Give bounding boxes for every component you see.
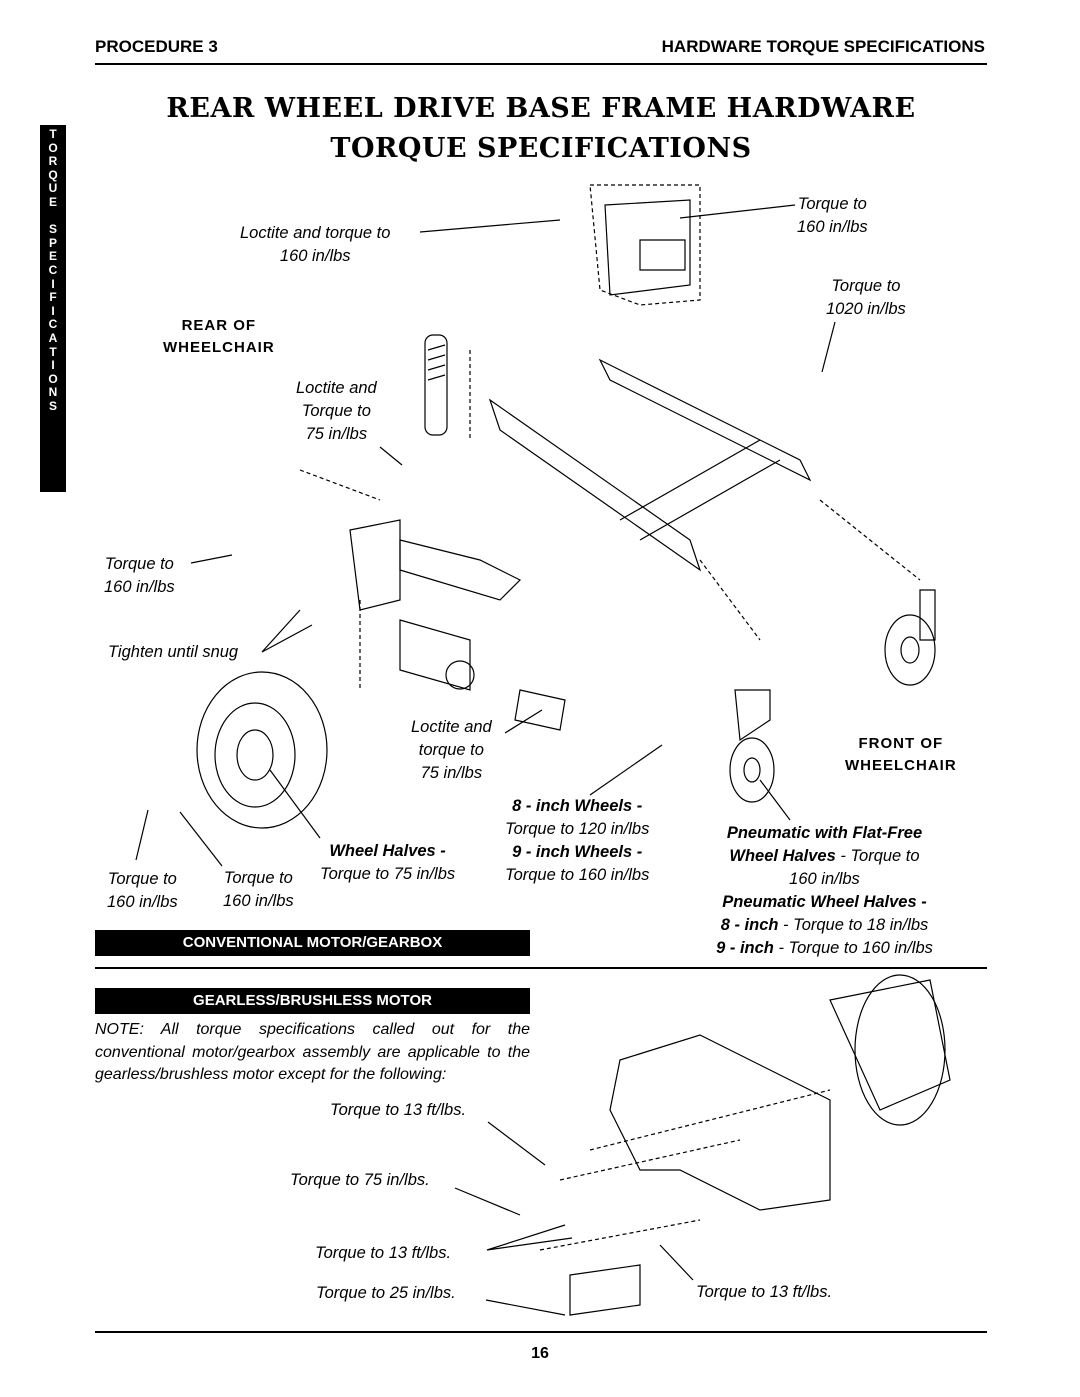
callout-torque-160-top: Torque to 160 in/lbs bbox=[797, 195, 868, 236]
callout-loctite-75: Loctite and Torque to 75 in/lbs bbox=[296, 379, 377, 443]
callout-torque-160-bottom-2: Torque to 160 in/lbs bbox=[223, 869, 294, 910]
sidebar-letter: E bbox=[48, 194, 57, 209]
callout-wheel-halves: Wheel Halves - Torque to 75 in/lbs bbox=[320, 842, 456, 883]
callout-pneumatic: Pneumatic with Flat-Free Wheel Halves - … bbox=[716, 824, 933, 957]
gearless-note: NOTE: All torque specifications called o… bbox=[95, 1021, 530, 1083]
sidebar-letter: N bbox=[48, 385, 58, 400]
sidebar-letter: P bbox=[48, 235, 57, 250]
conventional-motor-bar: CONVENTIONAL MOTOR/GEARBOX bbox=[95, 930, 530, 956]
sidebar-letter: C bbox=[48, 317, 58, 332]
sidebar-letter: A bbox=[48, 330, 58, 345]
sidebar-letter: S bbox=[48, 398, 57, 413]
callout-gearless-25: Torque to 25 in/lbs. bbox=[316, 1284, 456, 1302]
callout-gearless-75: Torque to 75 in/lbs. bbox=[290, 1171, 430, 1189]
callout-torque-160-bottom-1: Torque to 160 in/lbs bbox=[107, 870, 178, 911]
callout-loctite-torque-160: Loctite and torque to 160 in/lbs bbox=[240, 224, 391, 265]
sidebar-letter: I bbox=[51, 358, 55, 373]
sidebar-letter: R bbox=[48, 154, 58, 169]
callout-torque-1020: Torque to 1020 in/lbs bbox=[826, 277, 906, 318]
section-rule bbox=[95, 967, 987, 969]
sidebar-letter: I bbox=[51, 276, 55, 291]
sidebar-letter: E bbox=[48, 249, 57, 264]
page-number: 16 bbox=[531, 1345, 549, 1362]
procedure-label: PROCEDURE 3 bbox=[95, 37, 218, 56]
rear-of-wheelchair-caption: REAR OF WHEELCHAIR bbox=[163, 317, 275, 356]
footer-rule bbox=[95, 1331, 987, 1333]
front-of-wheelchair-caption: FRONT OF WHEELCHAIR bbox=[845, 735, 957, 774]
page-title-line1: REAR WHEEL DRIVE BASE FRAME HARDWARE bbox=[166, 93, 916, 124]
sidebar-letter: T bbox=[49, 344, 57, 359]
sidebar-letter: F bbox=[49, 290, 57, 305]
callout-loctite-75b: Loctite and torque to 75 in/lbs bbox=[411, 718, 492, 782]
header-rule bbox=[95, 63, 987, 65]
callout-gearless-13c: Torque to 13 ft/lbs. bbox=[696, 1283, 833, 1301]
gearless-motor-bar: GEARLESS/BRUSHLESS MOTOR bbox=[95, 988, 530, 1014]
sidebar-letter: U bbox=[48, 181, 58, 196]
callout-wheel-sizes: 8 - inch Wheels - Torque to 120 in/lbs 9… bbox=[505, 797, 650, 884]
callout-torque-160-left: Torque to 160 in/lbs bbox=[104, 555, 175, 596]
sidebar-letter: S bbox=[48, 222, 57, 237]
callout-tighten-snug: Tighten until snug bbox=[108, 643, 239, 661]
sidebar-letter: O bbox=[48, 140, 58, 155]
sidebar-letter: Q bbox=[48, 167, 58, 182]
page-title-line2: TORQUE SPECIFICATIONS bbox=[330, 133, 752, 164]
sidebar-letter: C bbox=[48, 262, 58, 277]
callout-gearless-13b: Torque to 13 ft/lbs. bbox=[315, 1244, 452, 1262]
sidebar-letter: T bbox=[49, 127, 57, 141]
sidebar-letter: I bbox=[51, 303, 55, 318]
sidebar-letter: O bbox=[48, 371, 58, 386]
callout-gearless-13a: Torque to 13 ft/lbs. bbox=[330, 1101, 467, 1119]
section-title: HARDWARE TORQUE SPECIFICATIONS bbox=[661, 37, 985, 56]
